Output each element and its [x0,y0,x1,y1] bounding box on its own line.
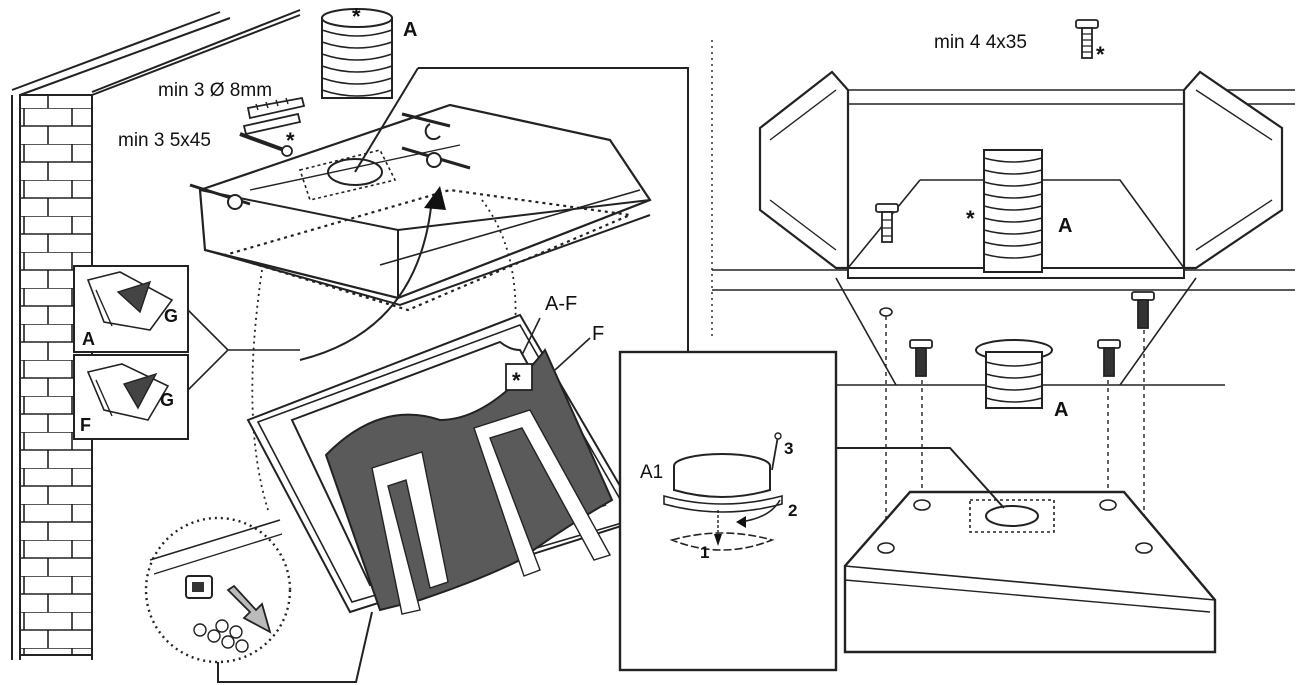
label-a-f: A-F [545,293,577,315]
coil-label: A [403,19,417,41]
chimney-cover [758,70,1284,279]
curved-arrow-icon [299,197,433,361]
duct-label-a-bottom: A [1054,399,1068,421]
inset-f-label: F [80,415,91,435]
screw-asterisk-right: * [1096,42,1105,67]
right-panel: * A min 4 4x35 * [711,19,1295,654]
grease-filter [246,313,642,615]
inset-f-g-label: G [160,390,174,410]
arrow-head-icon [424,186,446,210]
cooker-hood [198,67,652,312]
duct-label-a-top: A [1058,215,1072,237]
flexible-duct-icon [983,149,1043,273]
left-panel: * A min 3 Ø 8mm min 3 5x45 * [11,4,689,683]
cooker-hood-right [843,490,1217,654]
connector-label-a1: A1 [640,462,663,483]
screw-icon-right [1075,19,1099,59]
latch-detail-magnifier [144,516,292,664]
screw-icon [875,203,899,243]
duct-outlet-icon [975,339,1053,409]
step-3-label: 3 [784,439,793,458]
duct-connector-inset [618,350,838,672]
screw-icon [1131,291,1155,329]
hanging-screw-icon [189,112,471,210]
screws-asterisk: * [286,128,295,153]
screw-icon [239,132,293,157]
anchors-spec: min 3 Ø 8mm [158,80,272,101]
duct-asterisk: * [966,206,975,231]
latch-inset-f [73,354,189,440]
wall-plug-icon [242,96,306,136]
inset-a-g-label: G [164,306,178,326]
screw-icon [1097,339,1121,377]
latch-inset-a [73,265,189,353]
step-1-label: 1 [700,543,709,562]
screws-spec: min 3 5x45 [118,130,211,151]
label-f: F [592,323,604,345]
duct-coil-icon [321,8,393,99]
filter-asterisk: * [512,368,521,393]
step-2-label: 2 [788,501,797,520]
coil-asterisk: * [352,4,361,29]
inset-a-label: A [82,329,95,349]
screw-spec-right: min 4 4x35 [934,32,1027,53]
screw-icon [909,339,933,377]
